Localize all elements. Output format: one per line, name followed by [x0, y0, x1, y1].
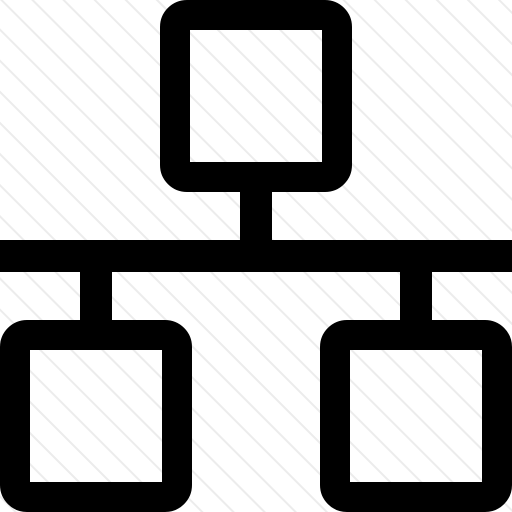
horizontal-bus: [0, 240, 512, 272]
right-connector: [400, 268, 432, 324]
top-node-box: [160, 0, 352, 192]
top-connector: [240, 188, 272, 244]
bottom-left-node-box: [0, 320, 192, 512]
left-connector: [80, 268, 112, 324]
network-lines: [0, 188, 512, 324]
bottom-right-node-box: [320, 320, 512, 512]
